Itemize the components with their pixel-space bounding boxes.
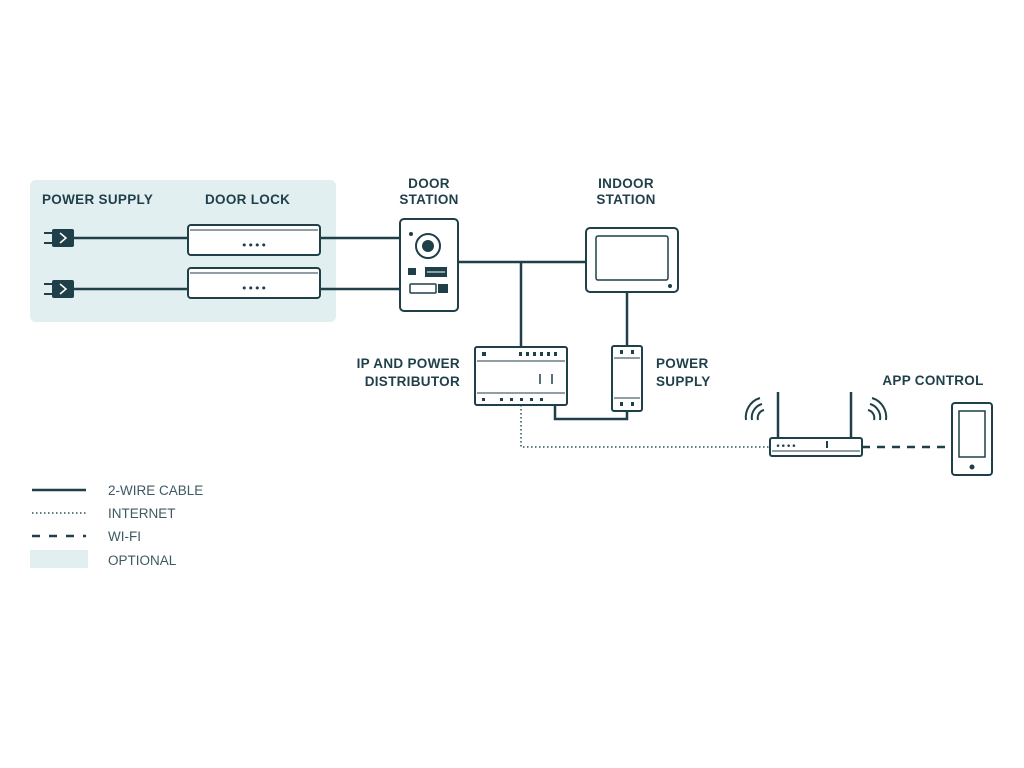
ip-distributor-label-line2: DISTRIBUTOR — [365, 374, 460, 389]
smartphone-icon — [951, 402, 993, 476]
door-lock-device: •••• — [187, 267, 321, 299]
legend-label-wifi: WI-FI — [108, 529, 141, 544]
indoor-station-label-line1: INDOOR — [598, 176, 654, 191]
wifi-router-device: •••• — [769, 392, 863, 457]
door-station-label-line2: STATION — [399, 192, 458, 207]
wifi-signal-icon — [867, 397, 888, 421]
ip-distributor-label-line1: IP AND POWER — [357, 356, 460, 371]
legend-label-internet: INTERNET — [108, 506, 176, 521]
power-supply-device — [611, 345, 643, 412]
two-wire-connections — [74, 236, 629, 421]
router-indicator: •••• — [775, 442, 796, 452]
legend-swatch-optional — [30, 550, 88, 568]
legend: 2-WIRE CABLE INTERNET WI-FI OPTIONAL — [30, 483, 203, 568]
door-station-device — [399, 218, 459, 312]
door-lock-indicator: •••• — [241, 282, 267, 295]
legend-label-optional: OPTIONAL — [108, 553, 177, 568]
legend-label-two-wire: 2-WIRE CABLE — [108, 483, 203, 498]
power-plug-icon — [44, 229, 74, 247]
power-supply-right-label-line1: POWER — [656, 356, 709, 371]
power-supply-right-label-line2: SUPPLY — [656, 374, 711, 389]
app-control-label: APP CONTROL — [882, 373, 983, 388]
internet-connection — [520, 405, 770, 448]
door-lock-label: DOOR LOCK — [205, 192, 290, 207]
indoor-station-device — [585, 227, 679, 293]
ip-power-distributor-device — [474, 346, 568, 406]
power-plug-icon — [44, 280, 74, 298]
door-lock-device: •••• — [187, 224, 321, 256]
power-supply-label: POWER SUPPLY — [42, 192, 153, 207]
wifi-signal-icon — [744, 397, 765, 421]
door-station-label-line1: DOOR — [408, 176, 450, 191]
indoor-station-label-line2: STATION — [596, 192, 655, 207]
door-lock-indicator: •••• — [241, 239, 267, 252]
